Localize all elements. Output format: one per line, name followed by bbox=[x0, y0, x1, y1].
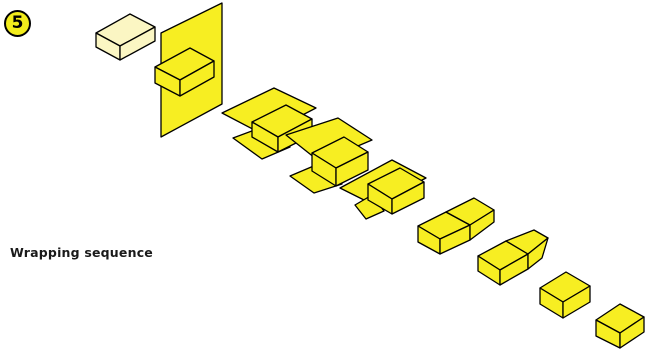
stage-1-bare-box bbox=[95, 13, 156, 61]
figure-caption: Wrapping sequence bbox=[10, 245, 153, 260]
stage-2-box-on-sheet bbox=[154, 2, 223, 138]
step-number-badge: 5 bbox=[4, 10, 31, 37]
stage-8-nearly-sealed bbox=[539, 271, 591, 319]
stage-6-end-tucked bbox=[417, 197, 495, 255]
stage-9-wrapped-package bbox=[595, 303, 645, 349]
stage-4-tube-formed bbox=[285, 117, 373, 194]
stage-7-pointed-fold bbox=[477, 229, 549, 286]
step-number-text: 5 bbox=[11, 13, 24, 33]
stage-5-side-flaps bbox=[339, 159, 427, 220]
